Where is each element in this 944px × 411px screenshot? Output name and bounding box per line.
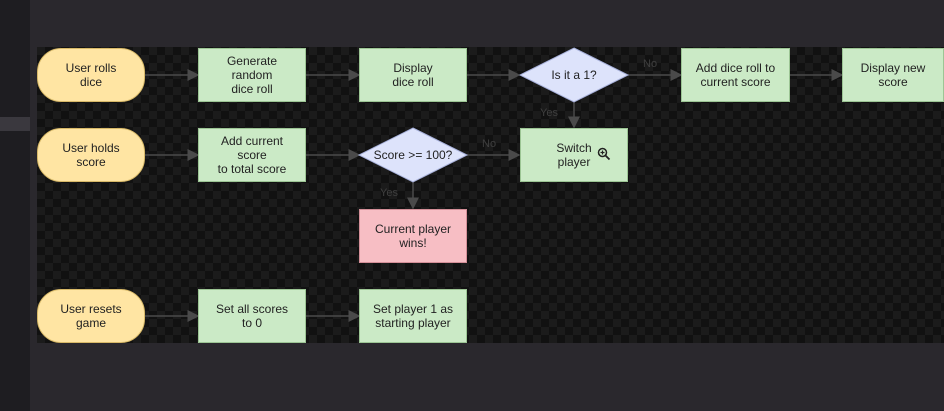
decision-label-is-one[interactable]: Is it a 1? (551, 68, 597, 82)
node-add-total[interactable]: Add current score to total score (198, 128, 306, 182)
node-set-player[interactable]: Set player 1 as starting player (359, 289, 467, 343)
node-switch-player[interactable]: Switch player (520, 128, 628, 182)
decision-diamond-score (357, 127, 469, 183)
node-add-roll[interactable]: Add dice roll to current score (681, 48, 790, 102)
node-current-player-wins[interactable]: Current player wins! (359, 209, 467, 263)
node-display-roll[interactable]: Display dice roll (359, 48, 467, 102)
diagram-canvas[interactable] (37, 47, 944, 343)
zoom-in-icon[interactable] (597, 147, 611, 161)
node-user-rolls[interactable]: User rolls dice (37, 48, 145, 102)
edge-label-no-mid: No (482, 138, 497, 150)
node-display-new-score[interactable]: Display new score (842, 48, 944, 102)
edge-label-yes-top: Yes (540, 107, 558, 119)
node-user-resets[interactable]: User resets game (37, 289, 145, 343)
node-user-holds[interactable]: User holds score (37, 128, 145, 182)
node-generate-roll[interactable]: Generate random dice roll (198, 48, 306, 102)
decision-diamond-is-one (518, 47, 630, 103)
left-rail (0, 0, 30, 411)
rail-marker[interactable] (0, 117, 30, 131)
edge-label-yes-mid: Yes (380, 187, 398, 199)
edge-label-no-top: No (643, 58, 658, 70)
node-set-scores[interactable]: Set all scores to 0 (198, 289, 306, 343)
decision-label-score[interactable]: Score >= 100? (373, 148, 453, 162)
